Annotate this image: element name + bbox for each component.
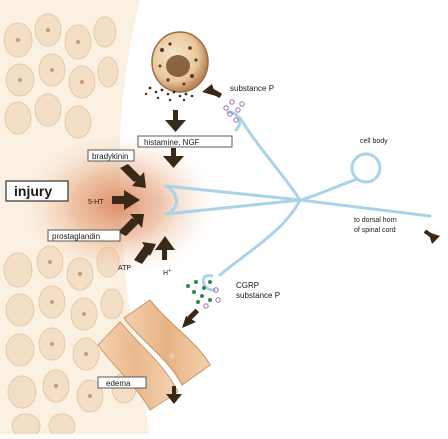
h-plus-label: H+ xyxy=(163,268,171,277)
atp-label: ATP xyxy=(118,265,131,272)
substance-p-bottom-label: substance P xyxy=(236,291,280,300)
histamine-ngf-label: histamine, NGF xyxy=(137,135,233,148)
arrow-edema-down xyxy=(166,386,182,404)
mast-cell xyxy=(144,31,209,102)
prostaglandin-label: prostaglandin xyxy=(47,229,121,242)
arrow-mast-cell-down xyxy=(165,110,186,132)
five-ht-label: 5-HT xyxy=(88,199,104,206)
arrow-substance-p-release xyxy=(202,84,223,99)
arrow-prostaglandin xyxy=(118,214,144,236)
arrows xyxy=(112,84,440,404)
nerve-fiber xyxy=(164,110,432,292)
cgrp-label: CGRP xyxy=(236,281,259,290)
svg-text:histamine, NGF: histamine, NGF xyxy=(144,138,200,147)
arrow-5ht xyxy=(112,190,140,210)
injury-label: injury xyxy=(5,180,69,202)
arrow-bradykinin xyxy=(120,164,146,188)
svg-text:injury: injury xyxy=(14,183,52,199)
svg-text:prostaglandin: prostaglandin xyxy=(52,232,100,241)
substance-p-vesicles-top xyxy=(223,99,245,123)
substance-p-vesicles-bottom xyxy=(203,287,221,309)
arrow-cgrp-release xyxy=(182,308,200,328)
cell-body-label: cell body xyxy=(360,138,388,145)
dorsal-horn-label-line1: to dorsal horn xyxy=(354,217,397,224)
dorsal-horn-label-line2: of spinal cord xyxy=(354,227,396,234)
arrow-h-plus xyxy=(155,236,175,260)
svg-text:edema: edema xyxy=(106,379,131,388)
bradykinin-label: bradykinin xyxy=(87,149,135,162)
svg-text:bradykinin: bradykinin xyxy=(92,152,128,161)
arrow-atp xyxy=(134,242,156,264)
cell-body-soma xyxy=(350,152,382,184)
arrow-histamine-down xyxy=(163,148,184,168)
cgrp-vesicles xyxy=(186,280,212,304)
edema-label: edema xyxy=(97,376,147,389)
arrow-dorsal-horn xyxy=(423,229,440,244)
substance-p-top-label: substance P xyxy=(230,84,274,93)
blood-vessel xyxy=(97,299,211,411)
